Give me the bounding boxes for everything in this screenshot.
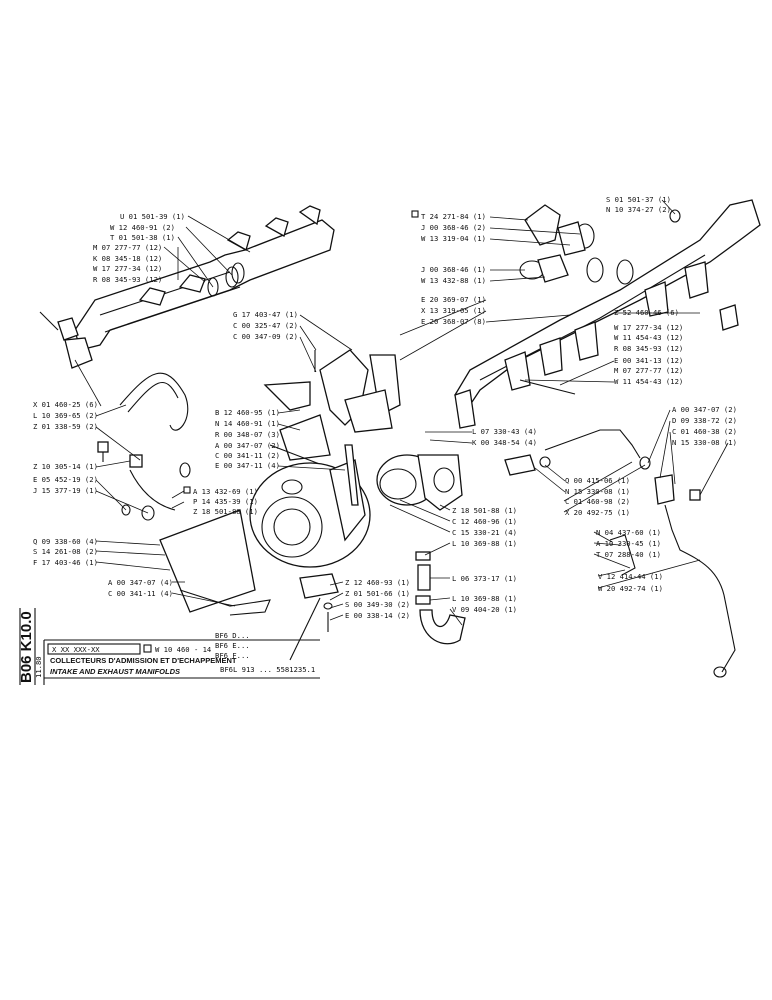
part-label: X 01 460-25 (6) [33, 400, 98, 409]
part-label: D 09 338-72 (2) [672, 416, 737, 425]
part-label: N 14 460-91 (1) [215, 419, 280, 428]
part-label: S 01 501-37 (1) [606, 195, 671, 204]
part-label: J 00 368-46 (1) [421, 265, 486, 274]
part-label: W 11 454-43 (12) [614, 377, 683, 386]
part-label: E 20 368-07 (8) [421, 317, 486, 326]
part-label: Z 18 501-88 (1) [193, 507, 258, 516]
part-label: U 01 501-39 (1) [120, 212, 185, 221]
part-label: W 13 432-88 (1) [421, 276, 486, 285]
title-block: B06 K10.0 11.80 X XX XXX-XX W 10 460 - 1… [18, 608, 320, 685]
part-label: M 07 277-77 (12) [93, 243, 162, 252]
turbocharger-drawing [159, 444, 463, 661]
part-label: Z 12 460-93 (1) [345, 578, 410, 587]
part-label: X 13 319-05 (1) [421, 306, 486, 315]
part-label: K 00 348-54 (4) [472, 438, 537, 447]
part-label: G 17 403-47 (1) [233, 310, 298, 319]
part-label: Z 01 338-59 (2) [33, 422, 98, 431]
ref-box: X XX XXX-XX [52, 645, 100, 654]
heat-shield-drawing [263, 349, 401, 469]
part-label: E 05 452-19 (2) [33, 475, 98, 484]
part-label: T 07 288-40 (1) [596, 550, 661, 559]
part-label: V 12 414-44 (1) [598, 572, 663, 581]
part-label: R 08 345-93 (12) [93, 275, 162, 284]
part-label: W 17 277-34 (12) [614, 323, 683, 332]
part-label: L 10 369-65 (2) [33, 411, 98, 420]
part-label: T 01 501-38 (1) [110, 233, 175, 242]
part-label: N 15 330-08 (1) [672, 438, 737, 447]
part-label: L 06 373-17 (1) [452, 574, 517, 583]
part-label: T 24 271-84 (1) [421, 212, 486, 221]
intake-manifold-drawing [39, 205, 335, 369]
part-label: Z 10 305-14 (1) [33, 462, 98, 471]
part-label: Q 09 338-60 (4) [33, 537, 98, 546]
part-label: Z 01 501-66 (1) [345, 589, 410, 598]
part-label: N 15 330-08 (1) [565, 487, 630, 496]
part-label: A 00 347-07 (4) [108, 578, 173, 587]
variant-2: BF6 E... [215, 641, 250, 650]
part-label: E 00 347-11 (4) [215, 461, 280, 470]
variant-1: BF6 D... [215, 631, 250, 640]
part-label: C 15 330-21 (4) [452, 528, 517, 537]
ref-w: W 10 460 - 14 [155, 645, 211, 654]
part-label: N 04 437-60 (1) [596, 528, 661, 537]
part-label: W 13 319-04 (1) [421, 234, 486, 243]
part-label: C 00 325-47 (2) [233, 321, 298, 330]
part-label: C 00 341-11 (2) [215, 451, 280, 460]
part-label: S 00 349-30 (2) [345, 600, 410, 609]
part-label: L 07 330-43 (4) [472, 427, 537, 436]
part-label: W 17 277-34 (12) [93, 264, 162, 273]
part-label: C 12 460-96 (1) [452, 517, 517, 526]
part-label: E 20 369-07 (1) [421, 295, 486, 304]
part-label: C 00 341-11 (4) [108, 589, 173, 598]
title-en: INTAKE AND EXHAUST MANIFOLDS [50, 667, 180, 676]
part-label: Q 00 415-06 (1) [565, 476, 630, 485]
part-label: R 00 348-07 (3) [215, 430, 280, 439]
part-label: J 15 377-19 (1) [33, 486, 98, 495]
part-label: S 14 261-08 (2) [33, 547, 98, 556]
part-label: L 10 369-88 (1) [452, 539, 517, 548]
part-label: A 10 330-45 (1) [596, 539, 661, 548]
part-label: W 20 492-74 (1) [598, 584, 663, 593]
part-label: W 11 454-43 (12) [614, 333, 683, 342]
part-label: K 08 345-18 (12) [93, 254, 162, 263]
part-label: B 12 460-95 (1) [215, 408, 280, 417]
part-label: W 12 460-91 (2) [110, 223, 175, 232]
oil-pipe-drawing [97, 372, 191, 521]
part-label: R 08 345-93 (12) [614, 344, 683, 353]
part-label: P 14 435-39 (1) [193, 497, 258, 506]
drain-pipe-drawing [323, 551, 466, 645]
part-label: Z 18 501-88 (1) [452, 506, 517, 515]
hose-clamp-drawing [519, 204, 604, 283]
part-label: C 01 460-98 (2) [565, 497, 630, 506]
part-label: M 07 277-77 (12) [614, 366, 683, 375]
part-label: C 00 347-09 (2) [233, 332, 298, 341]
part-labels: U 01 501-39 (1) W 12 460-91 (2) T 01 501… [33, 195, 737, 620]
engine-type: BF6L 913 ... 5581235.1 [220, 665, 315, 674]
part-label: V 09 404-20 (1) [452, 605, 517, 614]
part-label: C 01 460-38 (2) [672, 427, 737, 436]
variant-3: BF6 F... [215, 651, 250, 660]
part-label: X 20 492-75 (1) [565, 508, 630, 517]
part-label: E 00 341-13 (12) [614, 356, 683, 365]
part-label: Z 52 460-46 (6) [614, 308, 679, 317]
exhaust-manifold-drawing [454, 199, 761, 429]
leader-lines [74, 199, 729, 626]
part-label: N 10 374-27 (2) [606, 205, 671, 214]
part-label: F 17 403-46 (1) [33, 558, 98, 567]
part-label: A 13 432-69 (1) [193, 487, 258, 496]
part-label: A 00 347-07 (2) [672, 405, 737, 414]
part-label: E 00 338-14 (2) [345, 611, 410, 620]
title-fr: COLLECTEURS D'ADMISSION ET D'ECHAPPEMENT [50, 656, 237, 665]
sheet-date: 11.80 [34, 656, 43, 678]
part-label: J 00 368-46 (2) [421, 223, 486, 232]
part-label: A 00 347-07 (2) [215, 441, 280, 450]
part-label: L 10 369-88 (1) [452, 594, 517, 603]
oil-line-drawing [504, 429, 736, 678]
side-code: B06 K10.0 [18, 611, 35, 683]
